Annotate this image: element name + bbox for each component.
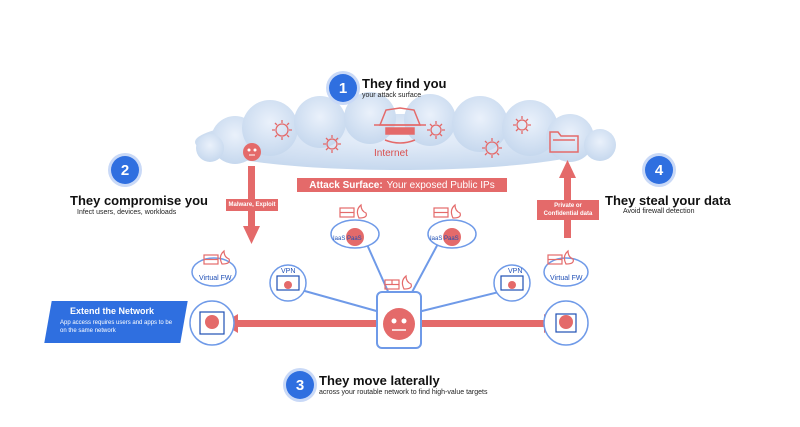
virus-icon (427, 121, 445, 139)
fw-right-label: Virtual FW (550, 275, 583, 282)
step-2-badge: 2 (111, 156, 139, 184)
malware-arrow (243, 166, 260, 244)
banner-bold: Attack Surface: (309, 179, 383, 191)
bug-icon (243, 143, 261, 161)
vpn-right-label: VPN (508, 268, 523, 275)
step-1-subtitle: your attack surface (362, 92, 422, 99)
exfil-arrow (559, 160, 576, 238)
vpn-left-label: VPN (281, 268, 296, 275)
saas-left-label: IaaS PaaS (333, 236, 362, 242)
step-2-title: They compromise you (70, 193, 208, 208)
virtual-fw-right (543, 249, 589, 287)
extend-network-subtitle: App access requires users and apps to be… (60, 320, 173, 334)
hacker-icon (374, 107, 426, 144)
step-1-badge: 1 (329, 74, 357, 102)
step-4-subtitle: Avoid firewall detection (623, 208, 695, 215)
step-4-badge: 4 (645, 156, 673, 184)
threat-icons (272, 116, 531, 158)
step-3-badge: 3 (286, 371, 314, 399)
step-3-subtitle: across your routable network to find hig… (319, 389, 488, 396)
internet-cloud (195, 92, 616, 170)
endpoint-right (543, 300, 589, 346)
attack-surface-banner: Attack Surface: Your exposed Public IPs (297, 178, 507, 192)
endpoint-left (189, 300, 235, 346)
virus-icon (272, 120, 292, 140)
fw-left-label: Virtual FW (199, 275, 232, 282)
banner-text: Your exposed Public IPs (386, 179, 495, 191)
central-router (376, 291, 422, 349)
virus-icon (513, 116, 531, 134)
step-2-subtitle: Infect users, devices, workloads (77, 209, 177, 216)
firewall-icon (384, 274, 412, 290)
vpn-right (493, 264, 531, 302)
virus-icon (482, 138, 502, 158)
virtual-fw-left (191, 249, 237, 287)
virus-icon (323, 135, 341, 153)
step-3-title: They move laterally (319, 373, 440, 388)
folder-icon (549, 131, 579, 153)
extend-network-title: Extend the Network (70, 306, 155, 316)
data-label: Private or Confidential data (537, 200, 599, 220)
saas-cloud-right (427, 203, 477, 249)
step-1-title: They find you (362, 76, 447, 91)
saas-right-label: IaaS PaaS (430, 236, 459, 242)
step-4-title: They steal your data (605, 193, 731, 208)
malware-label: Malware, Exploit (226, 199, 278, 211)
saas-cloud-left (330, 203, 380, 249)
internet-label: Internet (374, 148, 408, 159)
vpn-left (269, 264, 307, 302)
